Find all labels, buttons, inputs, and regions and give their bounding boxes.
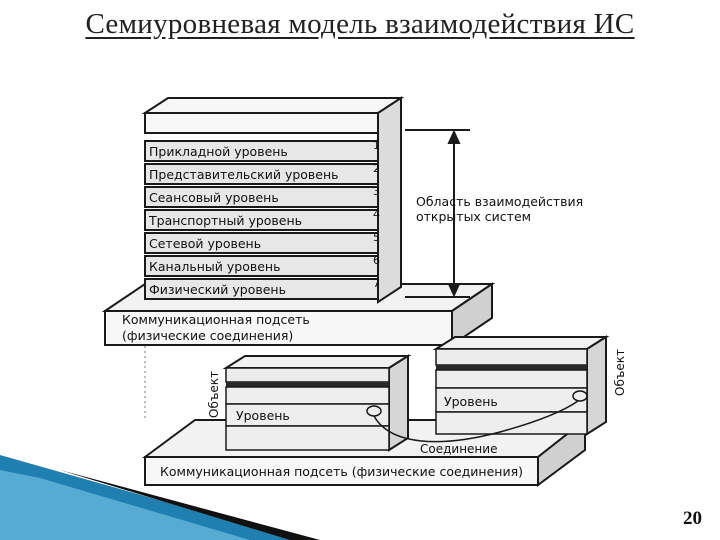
object-left-level-label: Уровень [236,408,290,423]
osi-layer-number: 3 [373,185,380,198]
subnet-top-label-line2: (физические соединения) [122,328,293,343]
connection-label: Соединение [420,442,497,456]
osi-layer-label: Канальный уровень [149,259,280,274]
osi-layer-label: Прикладной уровень [149,144,288,159]
osi-layer-number: 6 [373,254,380,267]
osi-layer-label: Физический уровень [149,282,286,297]
subnet-top-label-line1: Коммуникационная подсеть [122,312,310,327]
osi-layer-number: 4 [373,208,380,221]
osi-area-label-line1: Область взаимодействия [416,194,583,209]
osi-layer-number: 1 [373,139,380,152]
object-left-stack [226,356,408,450]
osi-area-label-line2: открытых систем [416,209,531,224]
osi-layer-number: 2 [373,162,380,175]
object-right-level-label: Уровень [444,394,498,409]
osi-layer-label: Транспортный уровень [148,213,302,228]
object-right-side-label: Объект [613,349,627,396]
object-right-stack [436,337,606,434]
osi-layer-number: 5 [373,231,380,244]
osi-layer-label: Представительский уровень [149,167,339,182]
osi-layer-number: 7 [373,277,380,290]
object-left-side-label: Объект [207,371,221,418]
osi-layer-label: Сетевой уровень [149,236,261,251]
subnet-bottom-label: Коммуникационная подсеть (физические сое… [160,464,523,479]
page-number: 20 [683,508,702,530]
osi-layer-label: Сеансовый уровень [149,190,279,205]
